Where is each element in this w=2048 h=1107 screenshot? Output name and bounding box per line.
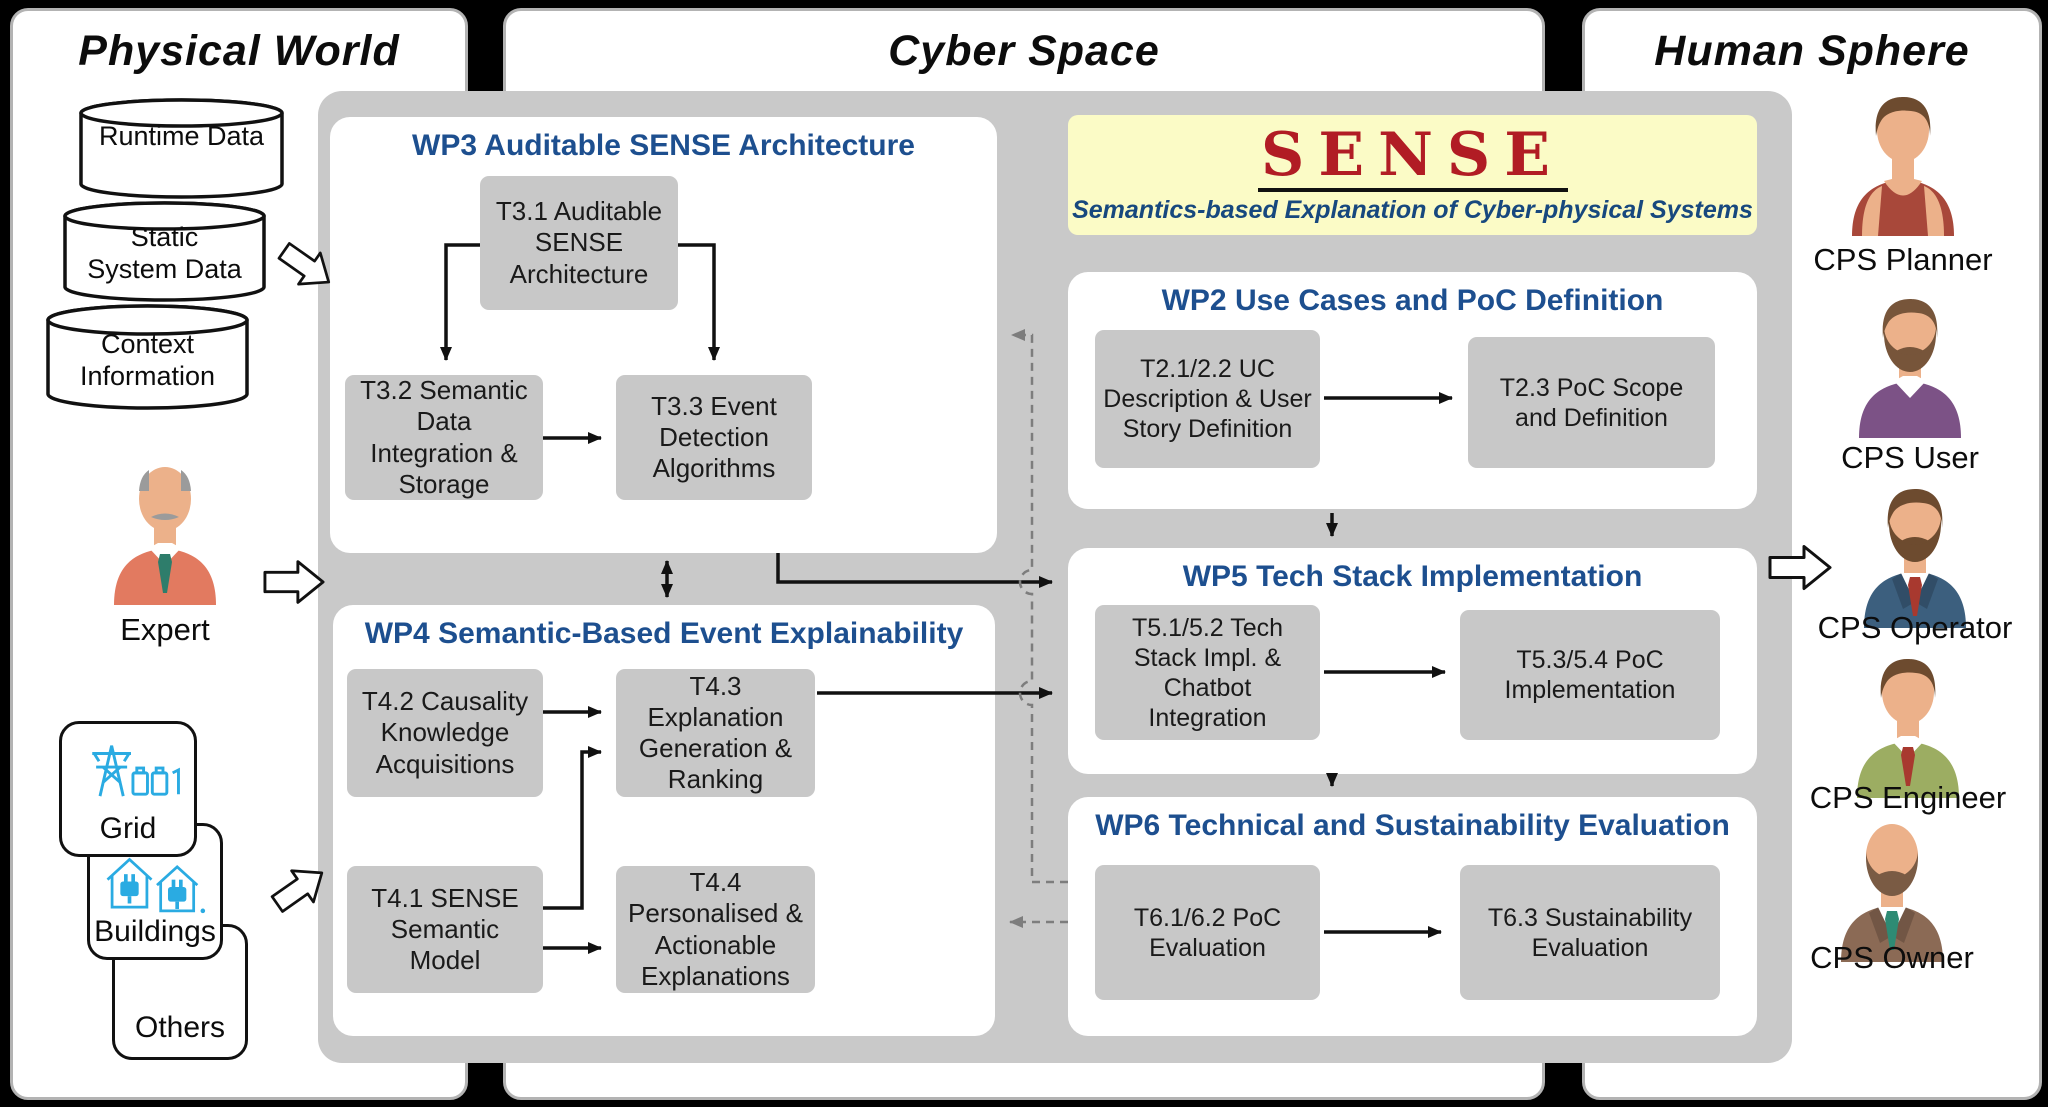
datastore-context-information: Context Information: [45, 303, 250, 411]
wp5-title: WP5 Tech Stack Implementation: [1182, 560, 1643, 593]
cps-planner-label: CPS Planner: [1813, 242, 1993, 277]
task-t3-3: T3.3 Event Detection Algorithms: [616, 375, 812, 500]
cps-operator-avatar: [1850, 478, 1980, 628]
domains-to-cyberspace-arrow: [263, 854, 339, 927]
cps-engineer-label: CPS Engineer: [1809, 780, 2007, 815]
task-t4-4: T4.4 Personalised & Actionable Explanati…: [616, 866, 815, 993]
data-to-cyberspace-arrow: [267, 232, 343, 305]
datastore-runtime-data: Runtime Data: [78, 97, 285, 200]
cps-owner-avatar: [1827, 812, 1957, 962]
wp6-title: WP6 Technical and Sustainability Evaluat…: [1095, 809, 1730, 842]
wp4-title: WP4 Semantic-Based Event Explainability: [364, 617, 964, 650]
task-t2-3: T2.3 PoC Scope and Definition: [1468, 337, 1715, 468]
cyber-space-title: Cyber Space: [888, 27, 1160, 75]
expert-avatar: [100, 455, 230, 605]
domain-label: Buildings: [94, 915, 216, 948]
wp3-title: WP3 Auditable SENSE Architecture: [412, 129, 915, 162]
datastore-label: Static System Data: [87, 222, 242, 284]
database-cylinder-icon: [79, 98, 284, 199]
cps-user-avatar: [1845, 288, 1975, 438]
task-t4-1: T4.1 SENSE Semantic Model: [347, 866, 543, 993]
cps-operator-label: CPS Operator: [1817, 610, 2013, 645]
cps-owner-label: CPS Owner: [1810, 940, 1974, 975]
task-t2-1-2-2: T2.1/2.2 UC Description & User Story Def…: [1095, 330, 1320, 468]
database-cylinder-icon: [46, 304, 249, 410]
sense-logo-subtitle: Semantics-based Explanation of Cyber-phy…: [1072, 196, 1753, 224]
database-cylinder-icon: [63, 201, 266, 302]
task-t4-3: T4.3 Explanation Generation & Ranking: [616, 669, 815, 797]
physical-world-title: Physical World: [78, 27, 400, 75]
expert-to-cyberspace-arrow: [263, 559, 325, 610]
task-t3-2: T3.2 Semantic Data Integration & Storage: [345, 375, 543, 500]
smart-buildings-icon: [106, 857, 206, 914]
power-grid-icon: [92, 745, 180, 797]
cps-user-label: CPS User: [1841, 440, 1979, 475]
cps-planner-avatar: [1838, 86, 1968, 236]
sense-logo-banner: SENSE Semantics-based Explanation of Cyb…: [1068, 115, 1757, 235]
sense-logo-underline: [1257, 188, 1568, 192]
task-t5-1-5-2: T5.1/5.2 Tech Stack Impl. & Chatbot Inte…: [1095, 605, 1320, 740]
human-sphere-title: Human Sphere: [1654, 27, 1970, 75]
domain-label: Others: [134, 1011, 226, 1044]
domain-label: Grid: [99, 812, 157, 845]
expert-label: Expert: [120, 612, 210, 647]
task-t5-3-5-4: T5.3/5.4 PoC Implementation: [1460, 610, 1720, 740]
datastore-label: Runtime Data: [98, 121, 265, 151]
datastore-label: Context Information: [79, 329, 216, 391]
cps-engineer-avatar: [1843, 648, 1973, 798]
task-t6-3: T6.3 Sustainability Evaluation: [1460, 865, 1720, 1000]
datastore-static-system-data: Static System Data: [62, 200, 267, 303]
task-t6-1-6-2: T6.1/6.2 PoC Evaluation: [1095, 865, 1320, 1000]
task-t3-1: T3.1 Auditable SENSE Architecture: [480, 176, 678, 310]
task-t4-2: T4.2 Causality Knowledge Acquisitions: [347, 669, 543, 797]
cyberspace-to-humans-arrow: [1768, 544, 1832, 596]
sense-logo-text: SENSE: [1261, 120, 1564, 190]
domain-box-grid: Grid: [59, 721, 197, 857]
wp2-title: WP2 Use Cases and PoC Definition: [1161, 284, 1664, 317]
